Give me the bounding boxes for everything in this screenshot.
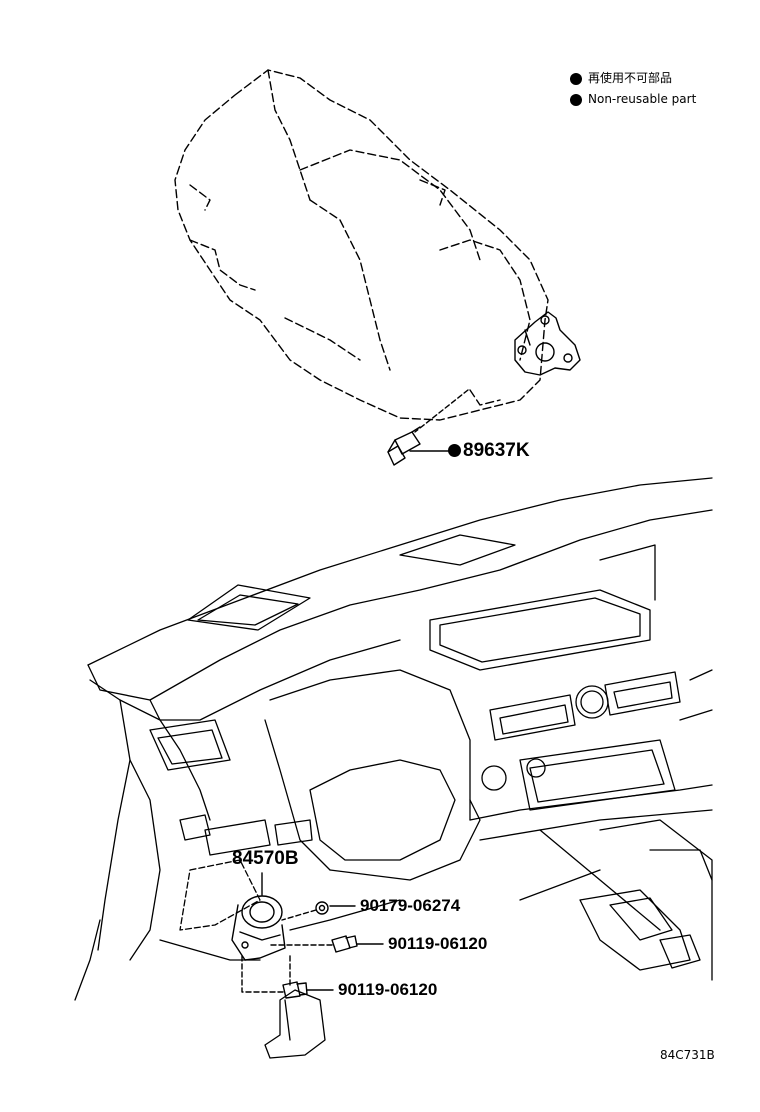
speed-sensor-part xyxy=(387,426,421,466)
speed-sensor-leader-dashed xyxy=(414,389,469,433)
callout-screw-upper: 90119-06120 xyxy=(388,934,487,954)
output-flange xyxy=(514,311,581,376)
legend-english-text: Non-reusable part xyxy=(588,92,697,106)
part-number-ignition-switch: 84570B xyxy=(232,848,299,869)
callout-clip: 90179-06274 xyxy=(360,896,460,916)
legend-row-english: Non-reusable part xyxy=(570,89,696,110)
screw-lower-part xyxy=(282,981,308,999)
legend-row-japanese: 再使用不可部品 xyxy=(570,68,696,89)
clip-part xyxy=(315,901,329,915)
non-reusable-marker-icon xyxy=(570,72,582,85)
part-number-speed-sensor: 89637K xyxy=(463,440,530,461)
screw-upper-part xyxy=(331,935,358,953)
transmission-assembly xyxy=(174,69,549,421)
part-number-screw-upper: 90119-06120 xyxy=(388,934,488,953)
part-number-clip: 90179-06274 xyxy=(360,896,461,915)
legend: 再使用不可部品 Non-reusable part xyxy=(570,68,696,110)
callout-speed-sensor: 89637K xyxy=(448,440,530,462)
part-number-screw-lower: 90119-06120 xyxy=(338,980,438,999)
instrument-panel xyxy=(74,477,713,1059)
callout-screw-lower: 90119-06120 xyxy=(338,980,437,1000)
callout-ignition-switch: 84570B xyxy=(232,848,299,870)
clip-leader-dashed xyxy=(281,909,317,921)
ignition-switch-part xyxy=(231,895,286,961)
illustration-code: 84C731B xyxy=(660,1048,715,1062)
non-reusable-marker-icon xyxy=(570,93,582,106)
non-reusable-marker-icon xyxy=(448,444,461,457)
legend-japanese-text: 再使用不可部品 xyxy=(588,71,673,85)
screw-lower-leader-dashed xyxy=(241,954,284,993)
